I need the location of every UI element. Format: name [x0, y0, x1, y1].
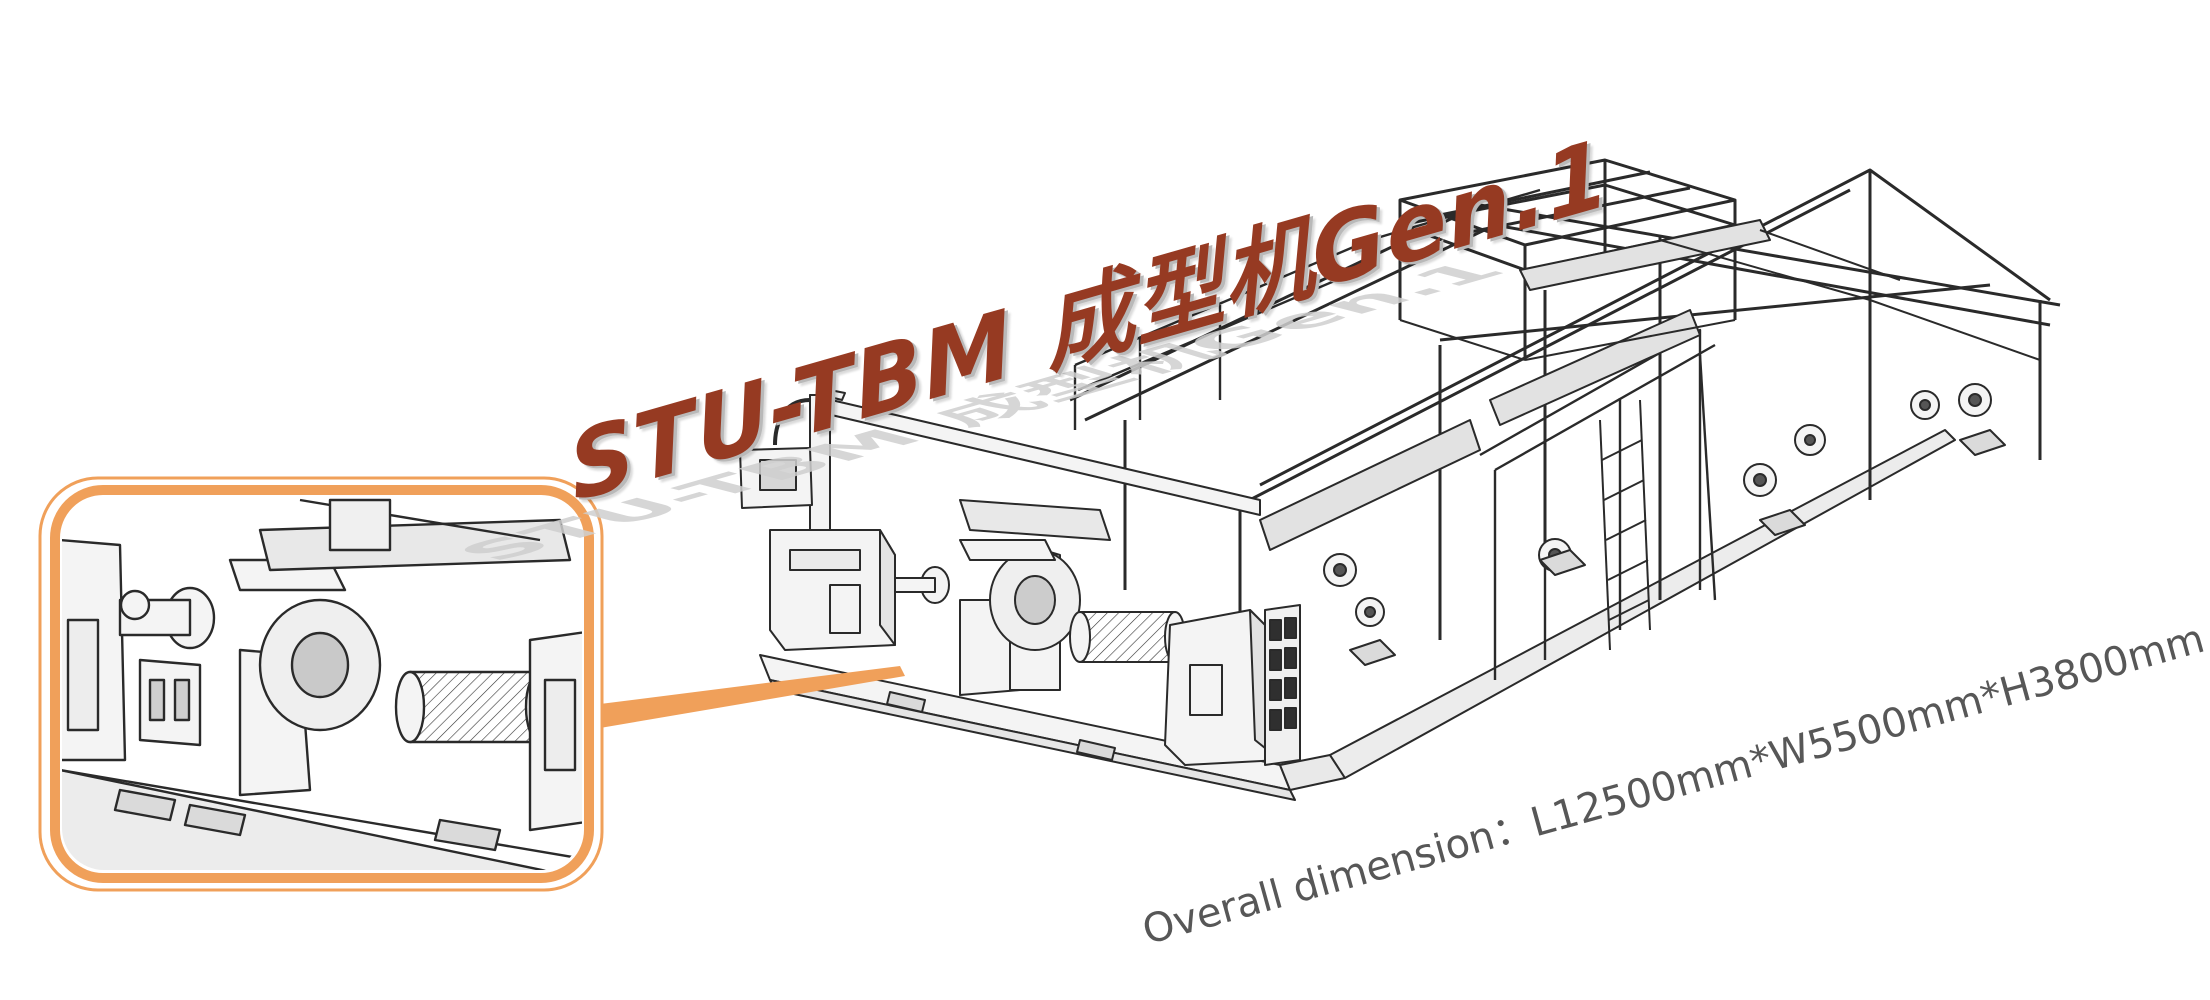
- left-spindle: [894, 566, 950, 604]
- right-cabinet-grille: [1264, 604, 1301, 766]
- diagram-canvas: [38, 158, 2061, 892]
- hmi-panel: [739, 447, 813, 509]
- access-ladder: [1599, 399, 1651, 651]
- cross-braces: [1399, 229, 2041, 361]
- machine-drawing: [739, 158, 2061, 801]
- callout-leader: [600, 666, 905, 728]
- top-box-frame: [1398, 158, 1737, 360]
- floor-pads: [886, 429, 2006, 761]
- left-cabinet: [769, 529, 896, 651]
- zoom-callout: [38, 476, 604, 892]
- guard-railing: [1073, 188, 1717, 680]
- forming-head: [959, 499, 1111, 696]
- right-cabinet: [1164, 609, 1281, 766]
